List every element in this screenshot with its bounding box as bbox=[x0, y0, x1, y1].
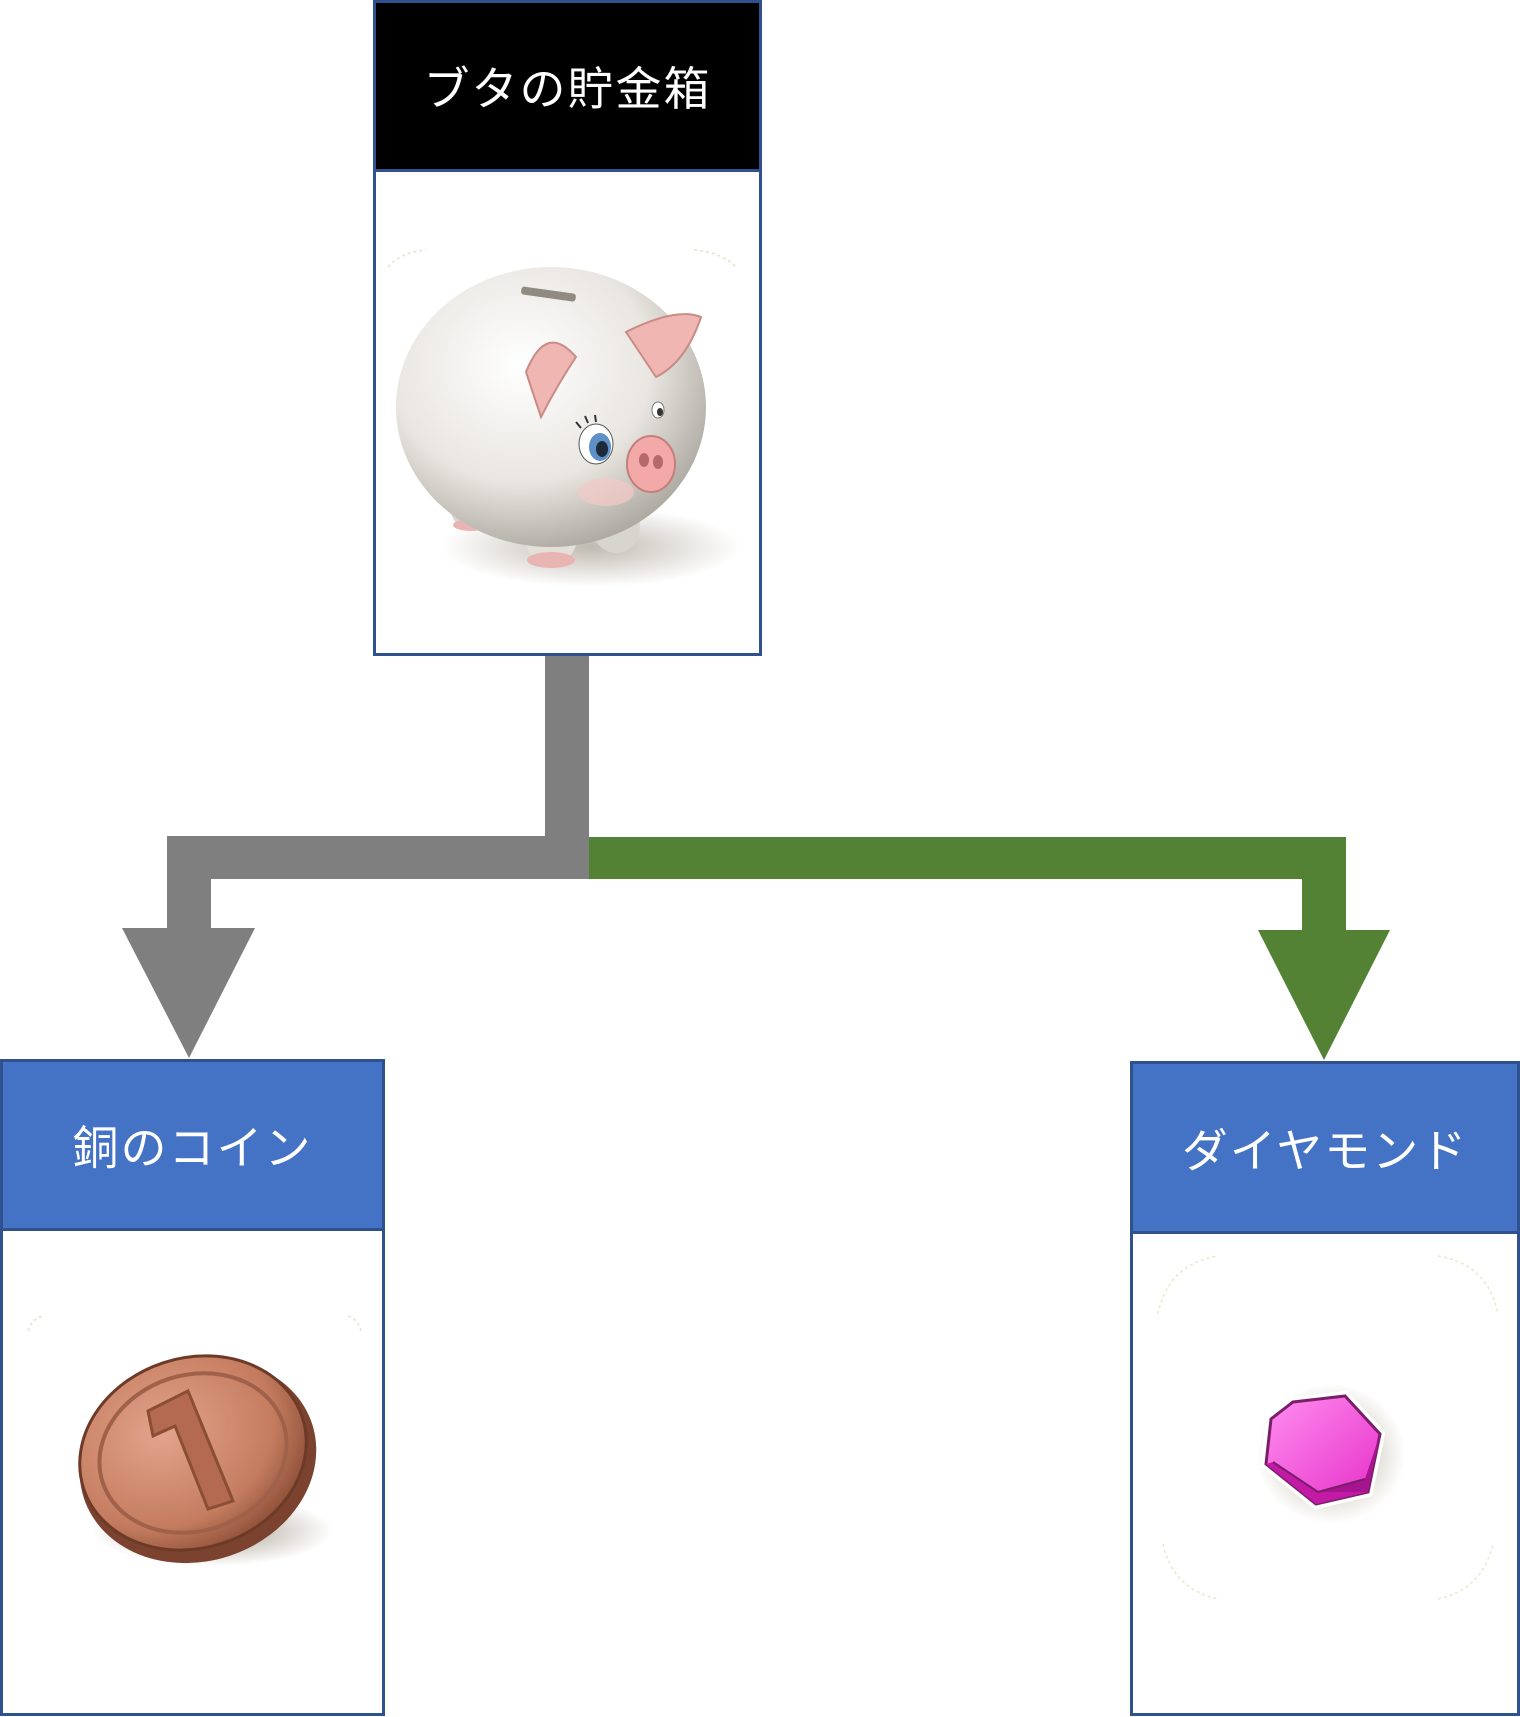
node-piggy-bank-title: ブタの貯金箱 bbox=[423, 62, 712, 116]
node-diamond-header: ダイヤモンド bbox=[1130, 1061, 1520, 1234]
node-diamond-body bbox=[1130, 1231, 1520, 1716]
connector-left-arrowhead bbox=[122, 928, 255, 1058]
connector-right-horizontal bbox=[589, 837, 1346, 879]
connector-root-to-left bbox=[122, 654, 589, 1058]
node-copper-coin-title: 銅のコイン bbox=[72, 1121, 313, 1175]
node-copper-coin-header: 銅のコイン bbox=[0, 1059, 385, 1231]
connector-root-to-right bbox=[589, 837, 1390, 1060]
connector-left-horizontal bbox=[167, 836, 589, 879]
node-copper-coin-body bbox=[0, 1228, 385, 1716]
connector-left-vertical-drop bbox=[167, 836, 211, 930]
connector-right-vertical-drop bbox=[1302, 837, 1346, 932]
node-piggy-bank-header: ブタの貯金箱 bbox=[373, 0, 762, 172]
piggy-bank-icon bbox=[387, 249, 741, 587]
node-diamond-title: ダイヤモンド bbox=[1181, 1123, 1469, 1178]
connector-right-arrowhead bbox=[1258, 930, 1390, 1060]
copper-coin-icon bbox=[27, 1315, 362, 1566]
diamond-gem-icon bbox=[1157, 1255, 1499, 1600]
node-piggy-bank-body bbox=[373, 169, 762, 656]
